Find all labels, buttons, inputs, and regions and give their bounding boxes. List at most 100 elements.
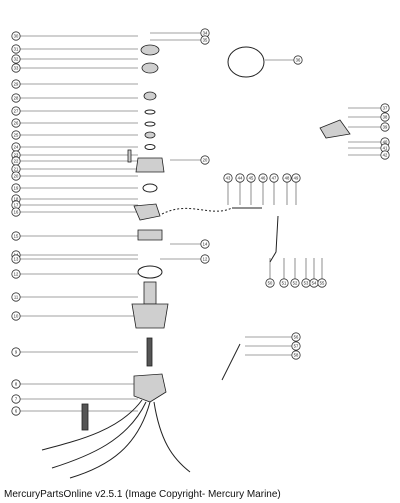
callout-7: 7 (11, 394, 21, 404)
callout-number: 37 (383, 106, 388, 111)
callout-31: 31 (11, 44, 21, 54)
callout-15: 15 (11, 231, 21, 241)
callout-47: 47 (269, 173, 279, 183)
coil-base-part (131, 303, 169, 329)
callout-number: 49 (294, 176, 299, 181)
callout-number: 20 (203, 158, 208, 163)
callout-number: 46 (261, 176, 266, 181)
callout-26: 26 (11, 118, 21, 128)
spark-wire (153, 401, 191, 473)
mount-bracket-part (319, 119, 351, 139)
callout-9: 9 (11, 347, 21, 357)
callout-number: 44 (238, 176, 243, 181)
callout-53: 53 (301, 278, 311, 288)
o-ring-part (144, 144, 156, 150)
drive-belt-ring (227, 46, 265, 78)
callout-28: 28 (11, 93, 21, 103)
callout-43: 43 (223, 173, 233, 183)
callout-12: 12 (11, 269, 21, 279)
callout-33: 33 (11, 63, 21, 73)
callout-12: 12 (200, 254, 210, 264)
callout-25: 25 (11, 130, 21, 140)
rotor-part (141, 62, 159, 74)
callout-45: 45 (246, 173, 256, 183)
callout-number: 15 (14, 234, 19, 239)
callout-number: 42 (383, 153, 388, 158)
callout-50: 50 (265, 278, 275, 288)
linkage-arm (269, 215, 279, 263)
callout-37: 37 (380, 103, 390, 113)
callout-13: 13 (11, 254, 21, 264)
callout-55: 55 (317, 278, 327, 288)
callout-11: 11 (11, 292, 21, 302)
callout-56: 56 (291, 332, 301, 342)
callout-number: 39 (383, 125, 388, 130)
callout-number: 8 (15, 382, 18, 387)
seal-part (142, 183, 158, 193)
callout-49: 49 (291, 173, 301, 183)
callout-number: 50 (268, 281, 273, 286)
callout-51: 51 (279, 278, 289, 288)
callout-number: 10 (14, 314, 19, 319)
callout-6: 6 (11, 406, 21, 416)
callout-number: 18 (14, 197, 19, 202)
callout-number: 51 (282, 281, 287, 286)
callout-number: 31 (14, 47, 19, 52)
callout-number: 56 (294, 335, 299, 340)
housing-part (135, 157, 165, 173)
boot-part (81, 403, 89, 431)
parts-drawing (41, 44, 351, 479)
ground-wire (221, 343, 241, 381)
callout-number: 17 (14, 203, 19, 208)
o-ring-part (144, 121, 156, 127)
dashed-connector (161, 207, 233, 215)
callout-number: 29 (14, 82, 19, 87)
pin-part (127, 149, 132, 163)
callout-number: 40 (383, 140, 388, 145)
leader-lines (16, 32, 385, 412)
callout-number: 43 (226, 176, 231, 181)
callout-number: 38 (383, 115, 388, 120)
callout-38: 38 (380, 112, 390, 122)
callout-16: 16 (11, 207, 21, 217)
clamp-part (137, 229, 163, 241)
callout-44: 44 (235, 173, 245, 183)
callout-27: 27 (11, 106, 21, 116)
callout-number: 53 (304, 281, 309, 286)
callout-14: 14 (200, 239, 210, 249)
callout-number: 7 (15, 397, 18, 402)
bushing-part (144, 131, 156, 139)
callout-number: 47 (272, 176, 277, 181)
callout-number: 23 (14, 153, 19, 158)
o-ring-part (144, 109, 156, 115)
callout-number: 12 (14, 272, 19, 277)
callout-number: 30 (14, 34, 19, 39)
callout-36: 36 (293, 55, 303, 65)
callout-57: 57 (291, 341, 301, 351)
distributor-cap-part (133, 373, 167, 403)
callout-number: 33 (14, 66, 19, 71)
callout-54: 54 (309, 278, 319, 288)
callout-20: 20 (200, 155, 210, 165)
callout-42: 42 (380, 150, 390, 160)
callout-29: 29 (11, 79, 21, 89)
callout-22: 22 (11, 156, 21, 166)
spring-part (137, 265, 163, 279)
callout-number: 19 (14, 186, 19, 191)
callout-number: 26 (14, 121, 19, 126)
callout-number: 36 (296, 58, 301, 63)
callout-24: 24 (11, 142, 21, 152)
callout-number: 9 (15, 350, 18, 355)
callout-number: 21 (14, 167, 19, 172)
callout-58: 58 (291, 350, 301, 360)
shaft-part (146, 337, 153, 367)
callout-20: 20 (11, 171, 21, 181)
callout-number: 58 (294, 353, 299, 358)
spark-wire (41, 399, 143, 451)
callout-19: 19 (11, 183, 21, 193)
callout-number: 54 (312, 281, 317, 286)
callout-52: 52 (290, 278, 300, 288)
callout-48: 48 (282, 173, 292, 183)
